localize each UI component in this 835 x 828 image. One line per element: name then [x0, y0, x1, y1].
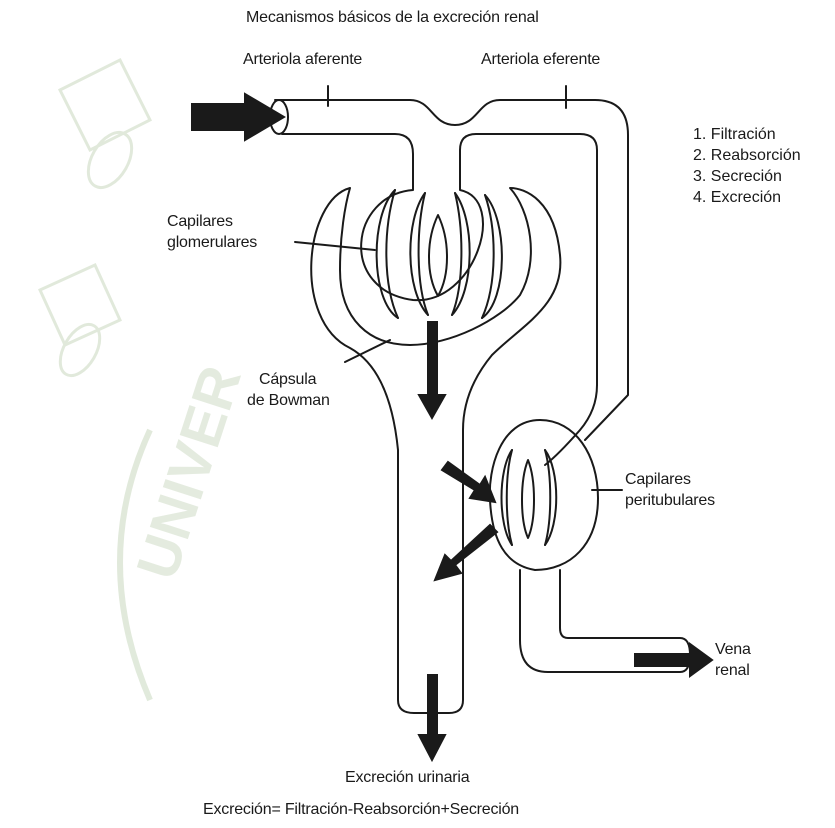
glomerular-capillaries-label-line2: glomerulares [167, 233, 257, 253]
university-watermark: UNIVER [40, 60, 254, 700]
watermark-text: UNIVER [124, 358, 254, 587]
excretion-formula: Excreción= Filtración-Reabsorción+Secrec… [203, 800, 519, 820]
bowman-capsule [311, 188, 560, 713]
peritubular-capillaries-label-line1: Capilares [625, 470, 691, 490]
bowman-capsule-label-line1: Cápsula [259, 370, 316, 390]
glomerular-capillaries-label-line1: Capilares [167, 212, 233, 232]
blood-in-arrow [192, 94, 284, 140]
diagram-title: Mecanismos básicos de la excreción renal [246, 8, 539, 28]
reabsorption-arrow [442, 462, 495, 502]
efferent-arteriole-label: Arteriola eferente [481, 50, 600, 70]
urinary-excretion-arrow [419, 675, 445, 760]
filtration-arrow [419, 322, 445, 418]
bowman-capsule-label-line2: de Bowman [247, 391, 330, 411]
step-secretion: 3. Secreción [693, 166, 801, 187]
urinary-excretion-label: Excreción urinaria [345, 768, 469, 788]
afferent-arteriole-label: Arteriola aferente [243, 50, 362, 70]
afferent-arteriole [275, 100, 628, 440]
peritubular-capillaries [502, 450, 557, 545]
renal-vein-label-line1: Vena [715, 640, 751, 660]
secretion-arrow [435, 525, 497, 580]
step-reabsorption: 2. Reabsorción [693, 145, 801, 166]
glomerular-capillaries [377, 190, 502, 318]
renal-vein-label-line2: renal [715, 661, 750, 681]
step-filtration: 1. Filtración [693, 124, 801, 145]
glomerular-loop-outline [282, 134, 597, 385]
mechanism-steps-list: 1. Filtración 2. Reabsorción 3. Secreció… [693, 124, 801, 208]
peritubular-capillaries-label-line2: peritubulares [625, 491, 715, 511]
step-excretion: 4. Excreción [693, 187, 801, 208]
arrows [192, 94, 712, 760]
